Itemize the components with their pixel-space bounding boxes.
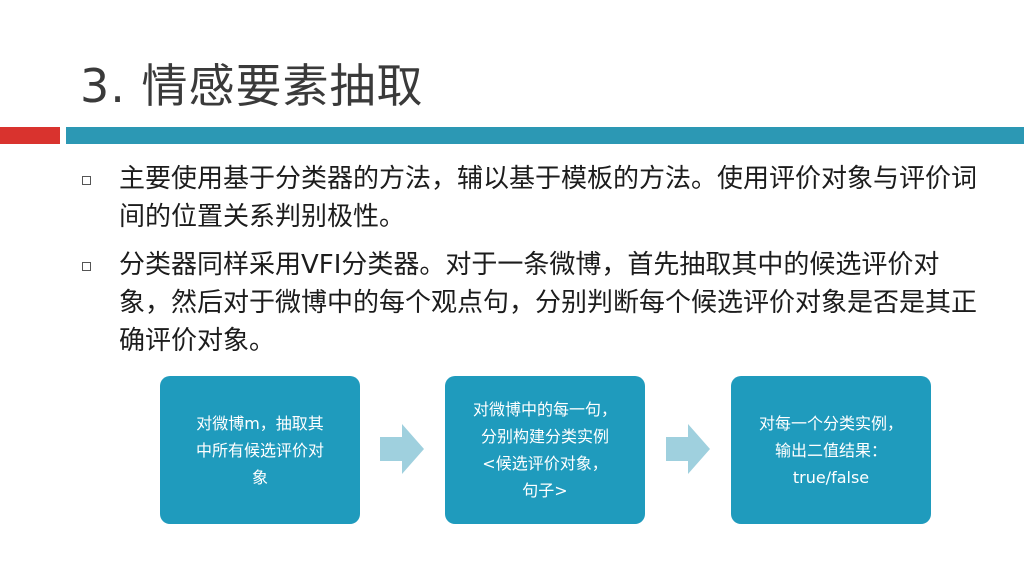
right-arrow-icon	[666, 424, 710, 474]
flow-step-1-box: 对微博m，抽取其 中所有候选评价对 象	[160, 376, 360, 524]
bullet-item: 主要使用基于分类器的方法，辅以基于模板的方法。使用评价对象与评价词间的位置关系判…	[82, 160, 982, 236]
right-arrow-icon	[380, 424, 424, 474]
square-bullet-icon	[82, 262, 91, 271]
bullet-text: 主要使用基于分类器的方法，辅以基于模板的方法。使用评价对象与评价词间的位置关系判…	[119, 164, 978, 232]
square-bullet-icon	[82, 176, 91, 185]
bullet-text: 分类器同样采用VFI分类器。对于一条微博，首先抽取其中的候选评价对象，然后对于微…	[119, 250, 978, 356]
flow-step-2-box: 对微博中的每一句， 分别构建分类实例 <候选评价对象， 句子>	[445, 376, 645, 524]
flow-step-3-text: 对每一个分类实例， 输出二值结果： true/false	[758, 413, 903, 487]
flow-step-1-text: 对微博m，抽取其 中所有候选评价对 象	[195, 413, 324, 487]
accent-bar-red	[0, 127, 60, 144]
bullet-item: 分类器同样采用VFI分类器。对于一条微博，首先抽取其中的候选评价对象，然后对于微…	[82, 246, 982, 360]
bullet-list: 主要使用基于分类器的方法，辅以基于模板的方法。使用评价对象与评价词间的位置关系判…	[82, 160, 982, 370]
accent-bar-teal	[66, 127, 1024, 144]
flow-step-2-text: 对微博中的每一句， 分别构建分类实例 <候选评价对象， 句子>	[472, 400, 617, 500]
slide-title: 3. 情感要素抽取	[80, 59, 424, 113]
flow-step-3-box: 对每一个分类实例， 输出二值结果： true/false	[731, 376, 931, 524]
